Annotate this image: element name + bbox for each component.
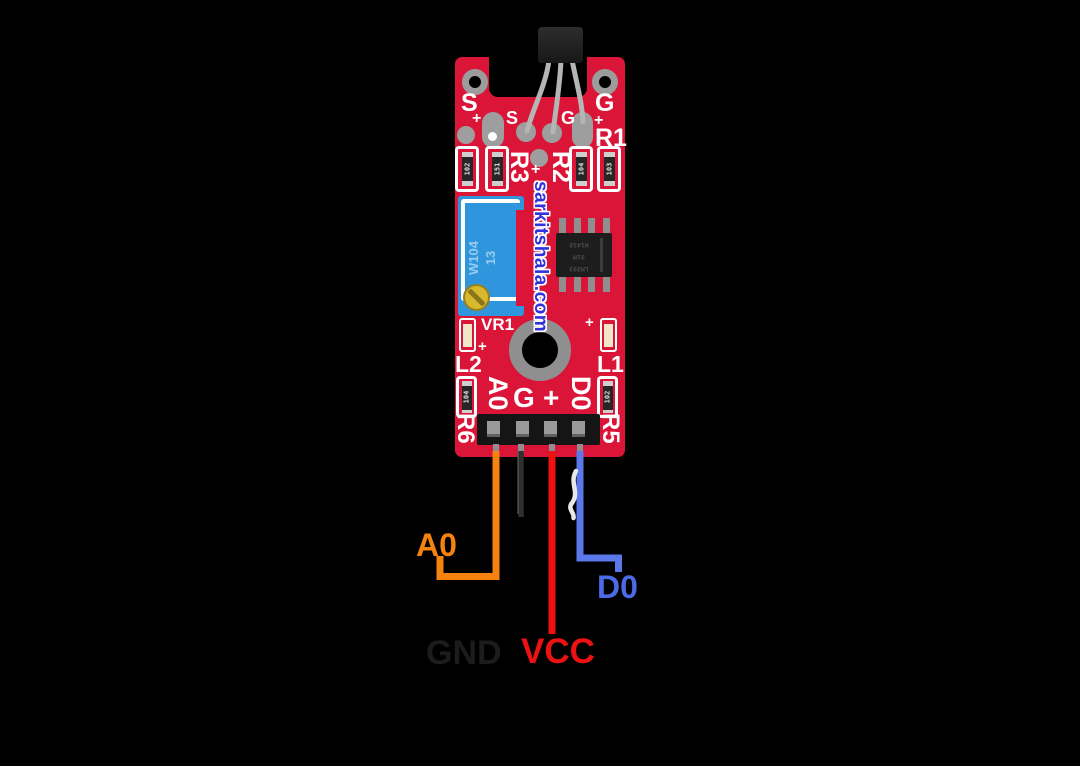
wire-label-gnd: GND — [426, 634, 502, 672]
ic-pin — [559, 218, 566, 234]
pin-header — [477, 414, 600, 445]
resistor-body: 151 — [491, 152, 503, 186]
resistor-r103: 103 — [597, 146, 621, 192]
led-chip — [604, 323, 613, 347]
silk-label-pad-g: G — [561, 108, 576, 128]
led-chip — [463, 323, 472, 347]
wire-d0 — [576, 451, 622, 572]
ic-pin — [573, 276, 581, 292]
pin-label-plus: + — [543, 382, 560, 413]
watermark-text: sarkitshala.com — [530, 181, 551, 333]
silk-label-r6: R6 — [452, 413, 479, 444]
resistor-r5: 102 — [597, 376, 618, 418]
potentiometer-slot — [516, 210, 524, 306]
center-hole — [509, 319, 571, 381]
solder-pad — [572, 112, 593, 148]
wire-label-a0: A0 — [416, 527, 457, 563]
solder-pad — [482, 112, 504, 148]
mounting-hole-left — [462, 69, 488, 95]
ic-marking: LM393 91M H1418 — [569, 241, 589, 273]
silk-label-r2: R2 — [547, 151, 575, 183]
silk-label-l1: L1 — [597, 351, 624, 377]
mounting-hole-right — [592, 69, 618, 95]
header-pin — [487, 421, 500, 437]
resistor-body: 103 — [603, 152, 615, 186]
silk-label-pad-s: S — [506, 108, 519, 128]
solder-pad-drill — [488, 132, 497, 141]
header-pin — [515, 421, 529, 437]
silk-label-led-right-plus: + — [585, 314, 594, 331]
silk-label-mid-plus: + — [531, 161, 541, 178]
silk-label-vr1: VR1 — [481, 315, 515, 334]
header-pin — [572, 421, 585, 437]
solder-pad — [516, 122, 536, 142]
potentiometer-screw — [463, 284, 490, 311]
led-l2 — [459, 318, 476, 352]
resistor-body: 102 — [602, 381, 613, 413]
solder-pad — [542, 123, 562, 143]
resistor-r102: 102 — [455, 146, 479, 192]
wire-highlight — [568, 468, 579, 521]
silk-label-l2: L2 — [455, 351, 482, 377]
resistor-r104: 104 — [569, 146, 593, 192]
solder-pad — [457, 126, 475, 144]
wire-label-vcc: VCC — [521, 632, 595, 671]
silk-label-led-left-plus: + — [478, 338, 487, 355]
solder-pad — [530, 149, 548, 167]
silk-label-g: G — [595, 89, 615, 117]
header-pin — [544, 421, 557, 437]
silk-label-g-plus: + — [594, 112, 604, 129]
led-l1 — [600, 318, 617, 352]
ic-pin — [559, 276, 566, 292]
screw-slot — [467, 288, 486, 307]
board-notch — [489, 57, 587, 97]
silk-label-s-plus: + — [472, 110, 482, 127]
resistor-r6: 104 — [456, 376, 477, 418]
potentiometer-marking: W104 13 — [466, 241, 498, 275]
ic-pin — [588, 276, 595, 292]
pin-label-a0: A0 — [483, 376, 513, 411]
ic-pin — [588, 218, 595, 234]
silk-label-s: S — [461, 89, 478, 117]
pin-label-d0: D0 — [566, 376, 596, 411]
silk-label-r3: R3 — [505, 151, 533, 183]
potentiometer-frame — [461, 199, 520, 301]
hall-sensor — [538, 27, 583, 63]
silk-label-r1: R1 — [595, 124, 627, 152]
resistor-body: 102 — [461, 152, 473, 186]
ic-pin — [602, 276, 610, 292]
pin-label-g: G — [513, 382, 535, 413]
ic-lm393: LM393 91M H1418 — [556, 218, 612, 292]
ic-pin — [573, 218, 581, 234]
ic-marker-bar — [600, 238, 603, 272]
wire-label-d0: D0 — [597, 569, 638, 605]
silk-label-r5: R5 — [597, 413, 624, 444]
resistor-body: 104 — [575, 152, 587, 186]
resistor-body: 104 — [461, 381, 472, 413]
ic-pin — [602, 218, 610, 234]
resistor-r151: 151 — [485, 146, 509, 192]
